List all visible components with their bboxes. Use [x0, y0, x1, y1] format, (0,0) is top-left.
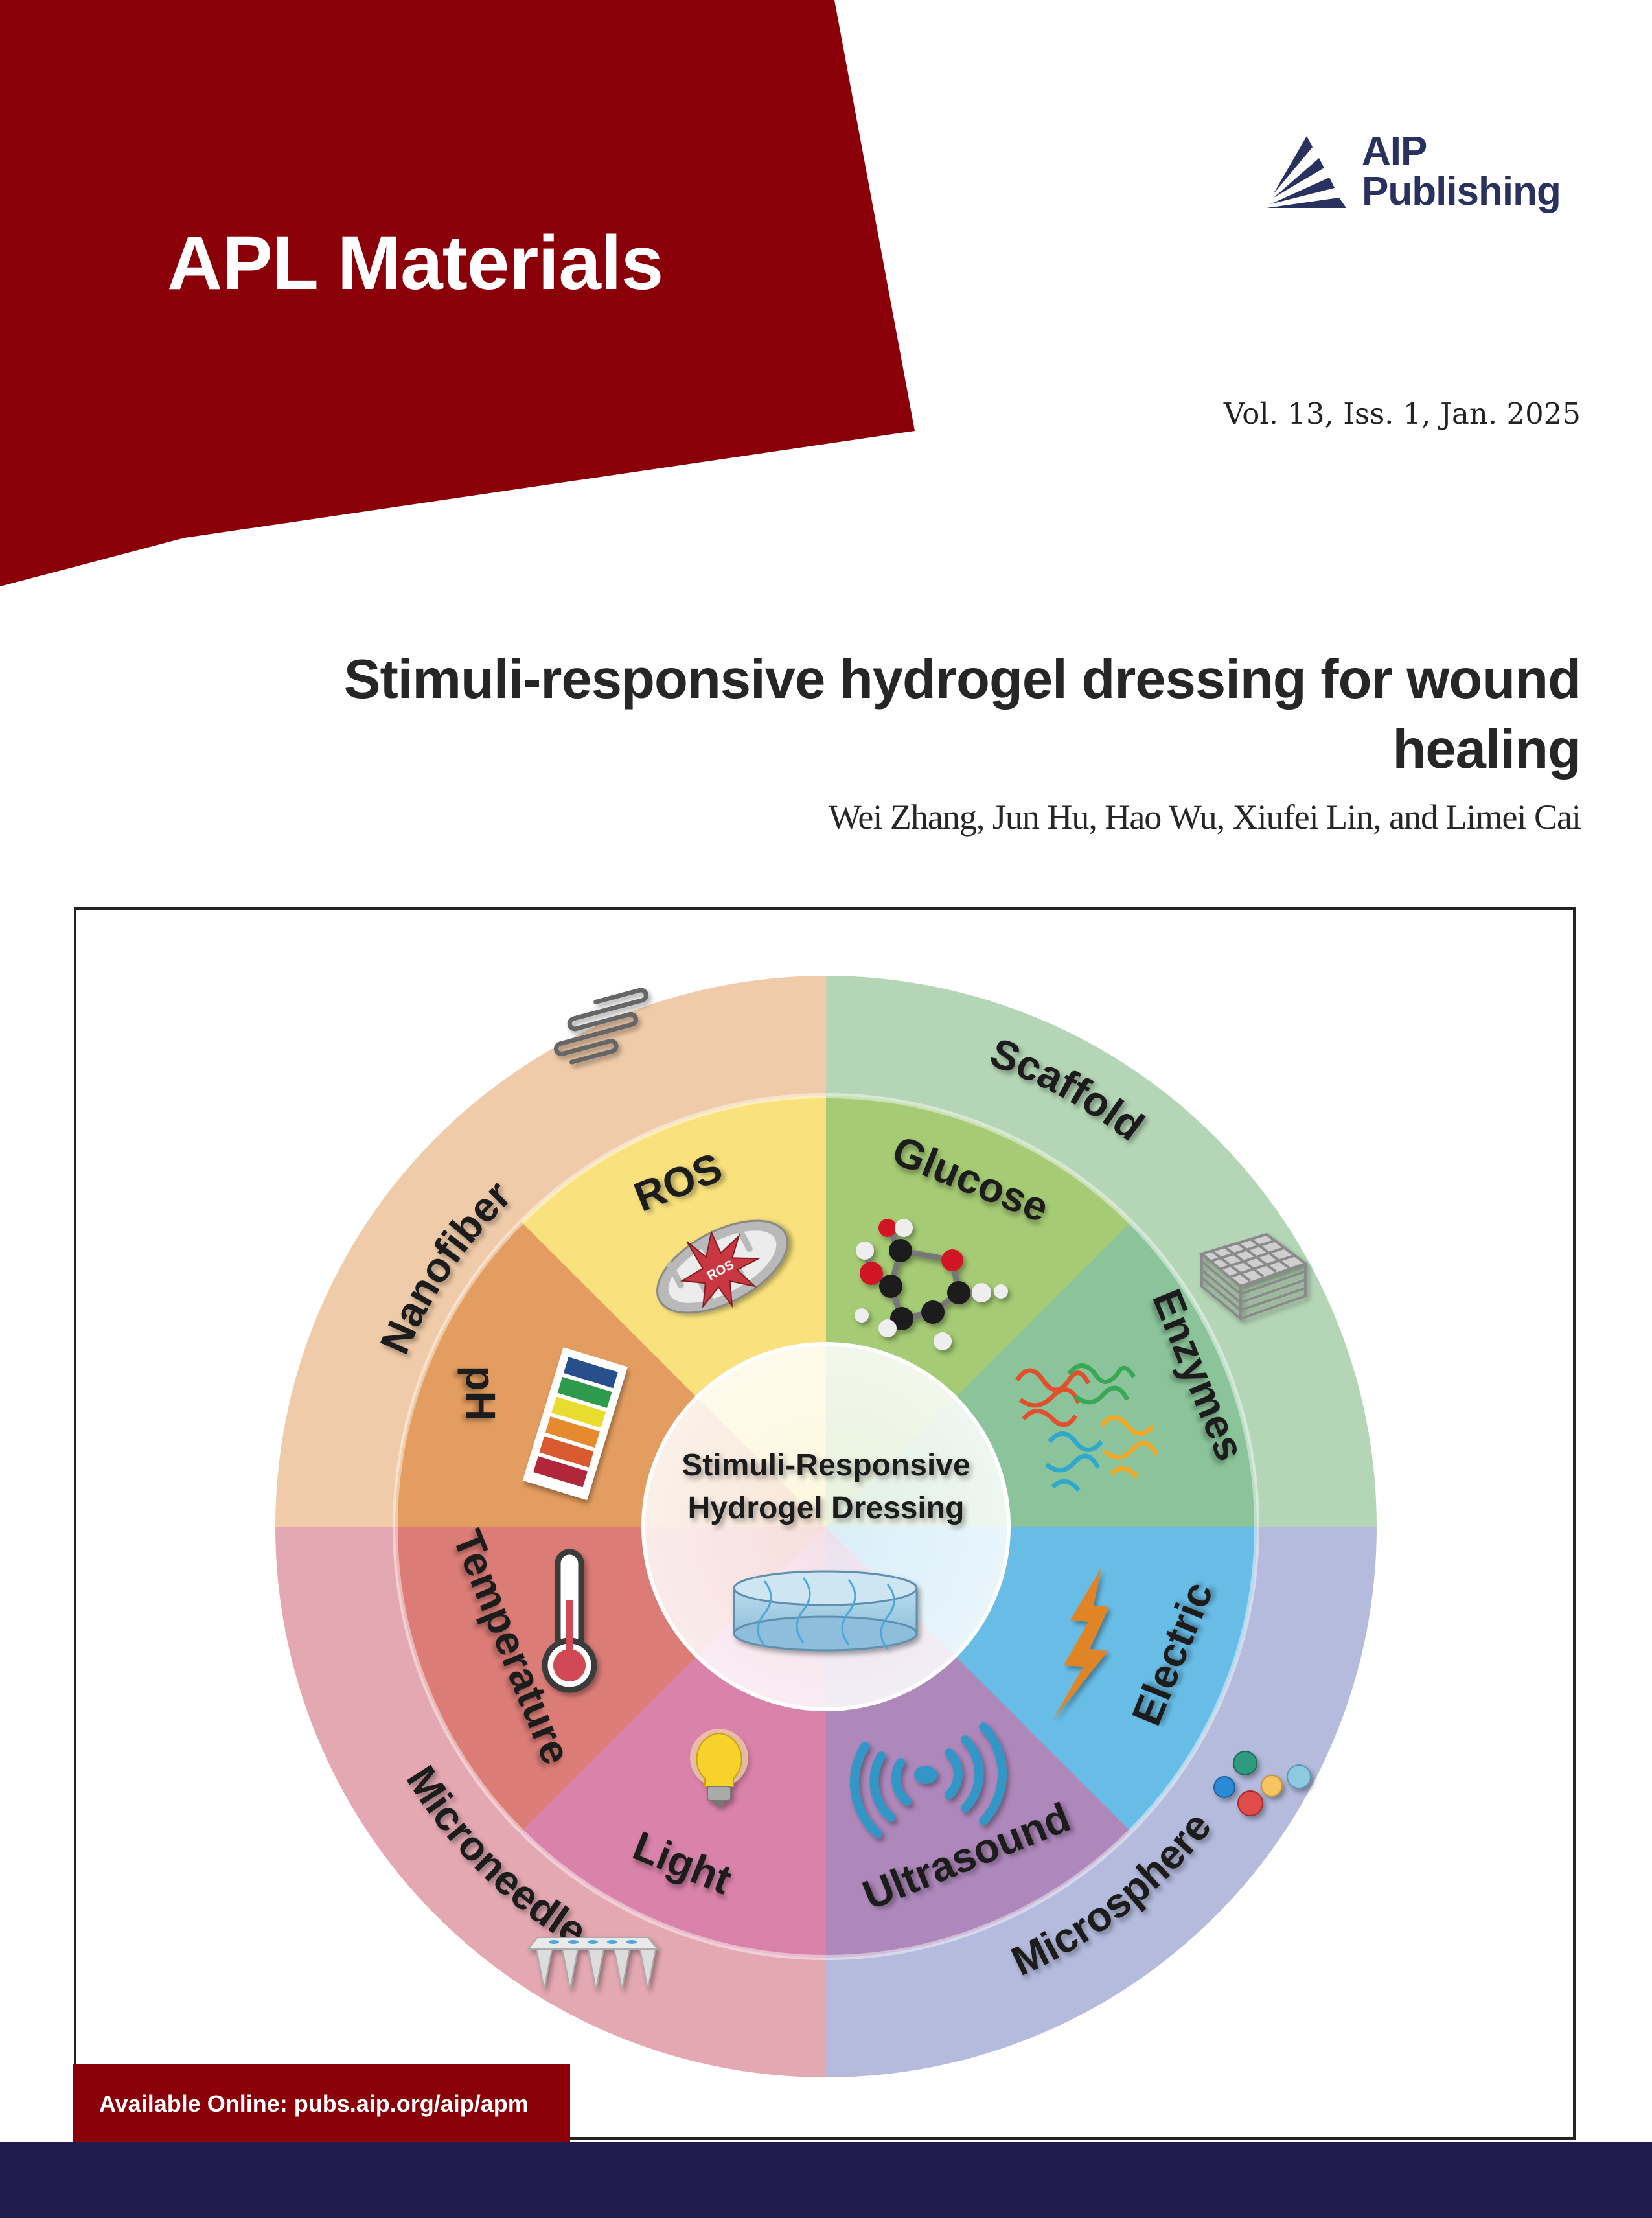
- footer-bar: [0, 2142, 1652, 2218]
- author-list: Wei Zhang, Jun Hu, Hao Wu, Xiufei Lin, a…: [828, 798, 1581, 837]
- logo-text-aip: AIP: [1362, 129, 1427, 174]
- available-online-banner[interactable]: Available Online: pubs.aip.org/aip/apm: [73, 2064, 570, 2144]
- issue-info: Vol. 13, Iss. 1, Jan. 2025: [1223, 397, 1581, 431]
- journal-banner: [0, 0, 915, 586]
- logo-text-publishing: Publishing: [1362, 169, 1561, 214]
- aip-rays-icon: [1267, 136, 1346, 208]
- aip-publishing-logo[interactable]: AIP Publishing: [1267, 129, 1584, 224]
- journal-title: APL Materials: [167, 220, 663, 306]
- article-title: Stimuli-responsive hydrogel dressing for…: [343, 649, 1581, 780]
- cover-figure-frame: [74, 907, 1576, 2140]
